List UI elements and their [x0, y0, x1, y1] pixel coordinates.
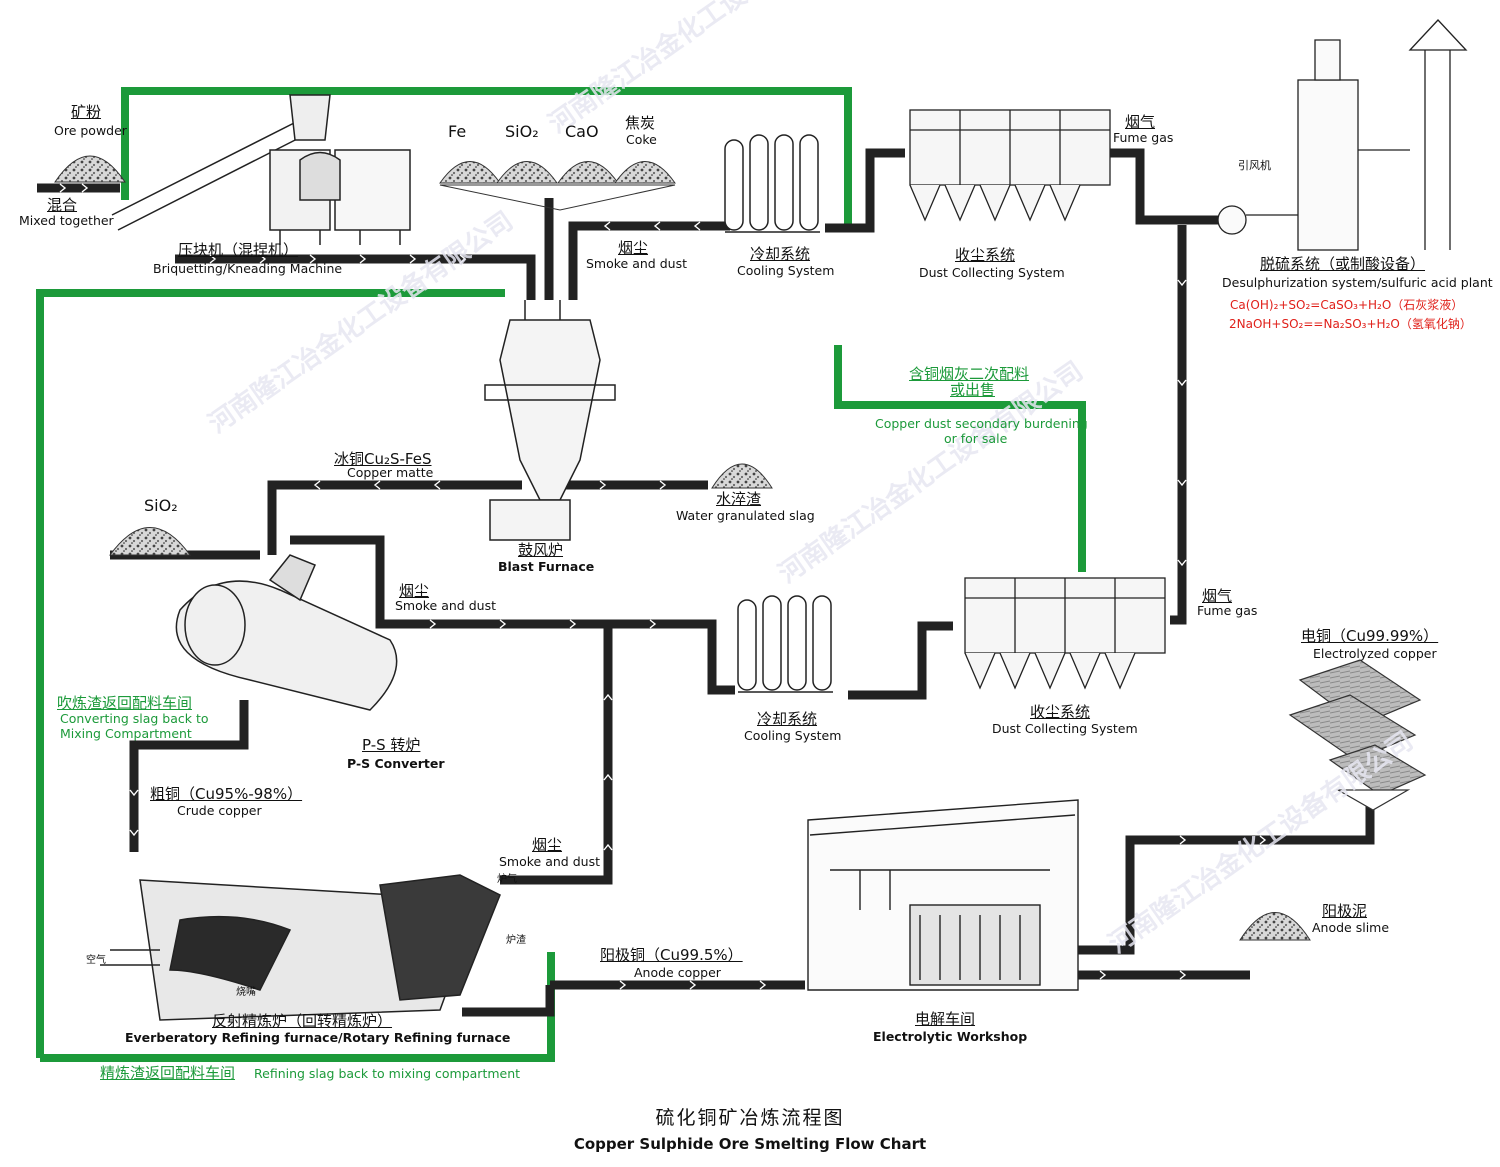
- ps-label-en: P-S Converter: [347, 756, 445, 771]
- electrolytic-label-cn: 电解车间: [915, 1010, 976, 1028]
- material-piles: [54, 155, 1311, 941]
- copper-dust-label-cn1: 含铜烟灰二次配料: [909, 365, 1030, 383]
- electro-cu-label-en: Electrolyzed copper: [1313, 646, 1437, 661]
- cooling2-label-en: Cooling System: [744, 728, 842, 743]
- coke-label-cn: 焦炭: [625, 114, 656, 132]
- ore-powder-label-cn: 矿粉: [71, 103, 102, 121]
- cooling-system-1-drawing: [724, 134, 820, 233]
- mixed-label-en: Mixed together: [19, 213, 114, 228]
- dust1-label-cn: 收尘系统: [955, 246, 1016, 264]
- electro-cu-label-cn: 电铜（Cu99.99%）: [1301, 627, 1439, 645]
- fume2-label-cn: 烟气: [1202, 587, 1233, 605]
- dust-collector-1-drawing: [909, 109, 1111, 222]
- smoke3-label-en: Smoke and dust: [499, 854, 600, 869]
- blast-furnace-drawing: [484, 300, 616, 541]
- converting-slag-label-cn: 吹炼渣返回配料车间: [57, 694, 193, 712]
- smoke1-label-cn: 烟尘: [618, 239, 649, 257]
- slag-label-en: Water granulated slag: [676, 508, 815, 523]
- furnace-gas-label: 炉气: [497, 874, 517, 885]
- cooling1-label-cn: 冷却系统: [750, 245, 811, 263]
- sio2-mid-label: SiO₂: [144, 496, 178, 515]
- matte-label-cn: 冰铜Cu₂S-FeS: [334, 450, 432, 468]
- cooling2-label-cn: 冷却系统: [757, 710, 818, 728]
- slag-label-cn: 水淬渣: [716, 490, 762, 508]
- crude-label-cn: 粗铜（Cu95%-98%）: [150, 785, 303, 803]
- anode-slime-label-cn: 阳极泥: [1322, 902, 1368, 920]
- blast-label-en: Blast Furnace: [498, 559, 595, 574]
- refining-slag-label-cn: 精炼渣返回配料车间: [100, 1064, 236, 1082]
- briquetting-machine-drawing: [111, 94, 411, 245]
- mixed-label-cn: 混合: [47, 196, 78, 214]
- copper-dust-label-en2: or for sale: [944, 431, 1008, 446]
- chart-title-en: Copper Sulphide Ore Smelting Flow Chart: [573, 1135, 927, 1153]
- anode-cu-label-cn: 阳极铜（Cu99.5%）: [600, 946, 743, 964]
- anode-cu-label-en: Anode copper: [634, 965, 721, 980]
- blast-label-cn: 鼓风炉: [518, 541, 564, 559]
- cooling1-label-en: Cooling System: [737, 263, 835, 278]
- ps-label-cn: P-S 转炉: [362, 736, 421, 754]
- refining-slag-label-en: Refining slag back to mixing compartment: [254, 1066, 521, 1081]
- dust-collector-2-drawing: [964, 577, 1166, 690]
- copper-dust-label-en1: Copper dust secondary burdening: [875, 416, 1088, 431]
- fume1-label-en: Fume gas: [1113, 130, 1174, 145]
- smoke3-label-cn: 烟尘: [532, 836, 563, 854]
- desulph-label-en: Desulphurization system/sulfuric acid pl…: [1222, 275, 1493, 290]
- ore-powder-label-en: Ore powder: [54, 123, 127, 138]
- fe-label: Fe: [448, 122, 467, 141]
- main-flow-arrows: [59, 179, 1267, 990]
- ps-converter-drawing: [175, 554, 398, 711]
- smoke1-label-en: Smoke and dust: [586, 256, 687, 271]
- reaction-1-text: Ca(OH)₂+SO₂=CaSO₃+H₂O（石灰浆液）: [1230, 298, 1464, 312]
- converting-slag-label-en2: Mixing Compartment: [60, 726, 192, 741]
- copper-ingots-drawing: [1288, 659, 1427, 811]
- cao-label: CaO: [565, 122, 599, 141]
- chart-title-cn: 硫化铜矿冶炼流程图: [655, 1107, 845, 1129]
- matte-label-en: Copper matte: [347, 465, 434, 480]
- refining-furnace-drawing: [100, 874, 501, 1021]
- dust2-label-cn: 收尘系统: [1030, 703, 1091, 721]
- copper-dust-label-cn2: 或出售: [950, 381, 996, 399]
- fume1-label-cn: 烟气: [1125, 113, 1156, 131]
- briquetting-label-cn: 压块机（混捏机）: [178, 241, 299, 259]
- electrolytic-workshop-drawing: [807, 799, 1079, 991]
- desulph-label-cn: 脱硫系统（或制酸设备）: [1260, 255, 1426, 273]
- desulphurization-tower-drawing: [1217, 19, 1468, 251]
- refining-label-en: Everberatory Refining furnace/Rotary Ref…: [125, 1030, 511, 1045]
- dust1-label-en: Dust Collecting System: [919, 265, 1065, 280]
- refining-label-cn: 反射精炼炉（回转精炼炉）: [212, 1012, 393, 1030]
- coke-label-en: Coke: [626, 132, 657, 147]
- fume2-label-en: Fume gas: [1197, 603, 1258, 618]
- dust2-label-en: Dust Collecting System: [992, 721, 1138, 736]
- fan-label: 引风机: [1238, 159, 1271, 172]
- converting-slag-label-en1: Converting slag back to: [60, 711, 209, 726]
- sio2-top-label: SiO₂: [505, 122, 539, 141]
- cooling-system-2-drawing: [737, 595, 833, 693]
- burner-label: 烧嘴: [236, 987, 256, 998]
- reaction-2-text: 2NaOH+SO₂==Na₂SO₃+H₂O（氢氧化钠）: [1229, 317, 1472, 331]
- briquetting-label-en: Briquetting/Kneading Machine: [153, 261, 343, 276]
- furnace-slag-label: 炉渣: [506, 935, 526, 946]
- anode-slime-label-en: Anode slime: [1312, 920, 1390, 935]
- smoke2-label-en: Smoke and dust: [395, 598, 496, 613]
- electrolytic-label-en: Electrolytic Workshop: [873, 1029, 1028, 1044]
- crude-label-en: Crude copper: [177, 803, 262, 818]
- smoke2-label-cn: 烟尘: [399, 582, 430, 600]
- air-label: 空气: [86, 955, 106, 966]
